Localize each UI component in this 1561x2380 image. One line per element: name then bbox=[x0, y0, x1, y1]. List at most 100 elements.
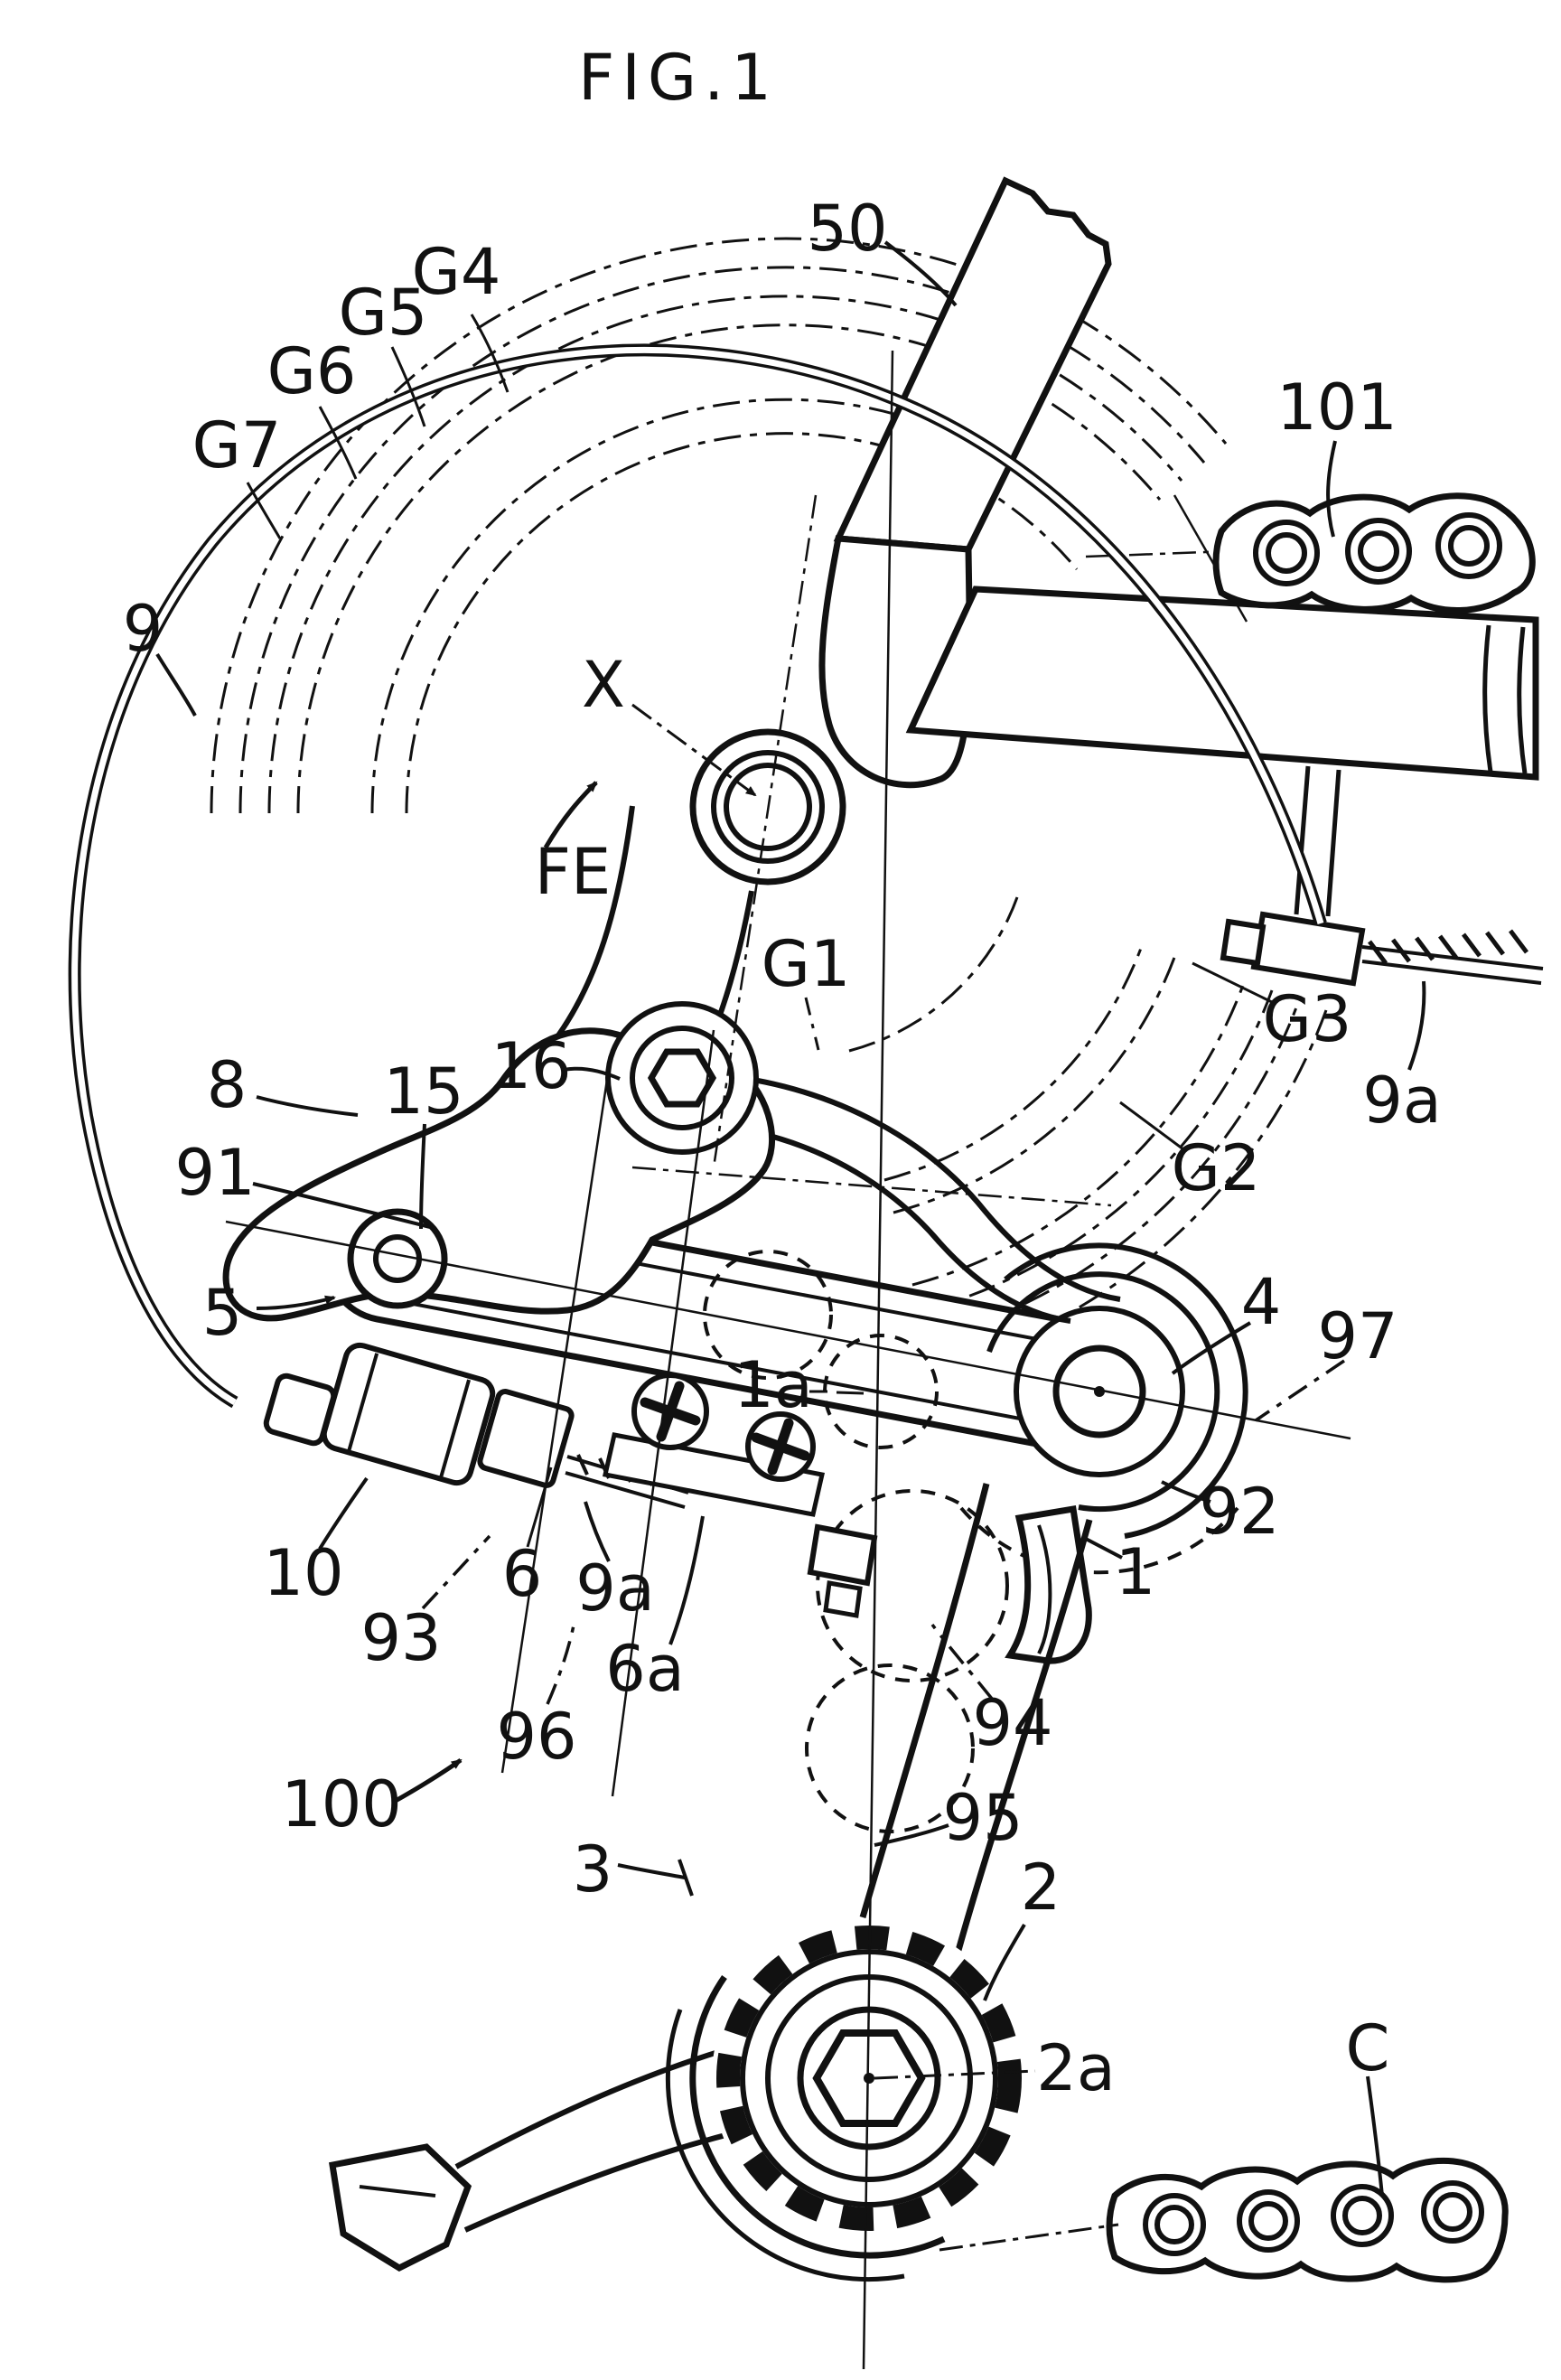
cage-edge-left bbox=[859, 1483, 990, 1918]
ref-label-9a-1: 9a bbox=[1362, 1064, 1441, 1138]
chain-stay-end-cap bbox=[1482, 624, 1528, 774]
chain101-rollers bbox=[1253, 512, 1502, 586]
ref-label-91: 91 bbox=[174, 1136, 255, 1210]
cable-housing-loop bbox=[68, 343, 1327, 1409]
label5-arrow bbox=[256, 1295, 336, 1310]
leader-g7 bbox=[246, 482, 282, 539]
direction-arrows bbox=[256, 781, 598, 1804]
ref-label-2a: 2a bbox=[1036, 2031, 1115, 2105]
leader-10 bbox=[318, 1476, 369, 1551]
cage-foot bbox=[329, 2143, 472, 2272]
ref-label-fe: FE bbox=[535, 835, 612, 909]
pulley-axis-2a bbox=[874, 2069, 1036, 2080]
ref-label-c: C bbox=[1346, 2011, 1390, 2085]
leader-93 bbox=[421, 1534, 491, 1610]
leader-c bbox=[1366, 2075, 1384, 2197]
leader-1a bbox=[809, 1390, 865, 1395]
cage-foot-inner bbox=[359, 2185, 436, 2197]
leader-lines bbox=[155, 240, 1426, 2197]
leader-92 bbox=[1161, 1480, 1211, 1504]
chain-stay-tube bbox=[905, 586, 1539, 781]
ref-label-g3: G3 bbox=[1263, 982, 1352, 1056]
gear-arc-g1-lower bbox=[848, 896, 1019, 1053]
ref-label-95: 95 bbox=[942, 1781, 1023, 1855]
ref-label-94: 94 bbox=[972, 1686, 1052, 1760]
ref-label-g4: G4 bbox=[412, 235, 501, 309]
leader-g5 bbox=[390, 346, 426, 427]
leader-15 bbox=[419, 1123, 426, 1230]
ref-label-97: 97 bbox=[1317, 1299, 1397, 1373]
ref-label-g7: G7 bbox=[192, 408, 282, 483]
leader-16 bbox=[563, 1066, 621, 1081]
ref-label-g5: G5 bbox=[339, 276, 428, 350]
gear-arc-g7-lower bbox=[934, 1009, 1328, 1370]
bolt16-hex-head bbox=[647, 1048, 717, 1108]
leader-96 bbox=[546, 1620, 576, 1705]
ref-label-9: 9 bbox=[123, 592, 164, 666]
ref-label-2: 2 bbox=[1021, 1851, 1061, 1925]
screw-6-cross bbox=[640, 1381, 701, 1442]
bicycle-frame bbox=[818, 176, 1539, 789]
ref-label-9a-2: 9a bbox=[575, 1551, 654, 1626]
leader-4 bbox=[1171, 1321, 1252, 1375]
chain-segment-101 bbox=[1085, 492, 1536, 623]
hub-axis-line bbox=[712, 494, 818, 1168]
cable-housing-core bbox=[71, 347, 1324, 1406]
gear-arc-g7-upper bbox=[210, 237, 1228, 814]
knuckle-arc-outer bbox=[1004, 1242, 1248, 1539]
leader-6a bbox=[668, 1515, 705, 1645]
screw-axis-2 bbox=[611, 1029, 715, 1797]
vertical-centerline bbox=[862, 350, 894, 2370]
gear-arc-g4-lower bbox=[911, 979, 1247, 1287]
bare-cable-lines bbox=[1361, 945, 1544, 985]
leader-g6 bbox=[318, 406, 358, 480]
clamp-and-screws bbox=[602, 1373, 878, 1618]
leader-6 bbox=[526, 1466, 553, 1548]
leader-3 bbox=[617, 1859, 694, 1897]
bolt-6a-tip bbox=[823, 1580, 863, 1618]
leader-g4 bbox=[470, 314, 509, 393]
ref-label-g6: G6 bbox=[267, 334, 357, 408]
ref-label-15: 15 bbox=[383, 1054, 463, 1129]
leader-94 bbox=[930, 1623, 994, 1701]
cable-stop-bracket bbox=[1250, 911, 1366, 987]
hidden-arc-knuckle bbox=[959, 1506, 1239, 1575]
ref-label-96: 96 bbox=[496, 1700, 576, 1774]
leader-g3 bbox=[1192, 961, 1275, 1005]
chain-segment-c bbox=[1106, 2157, 1509, 2283]
ref-label-3: 3 bbox=[573, 1832, 613, 1907]
cable-stop-assembly bbox=[1220, 765, 1544, 987]
leader-95 bbox=[874, 1823, 949, 1847]
link-axis-line bbox=[225, 1220, 1351, 1440]
ref-label-1: 1 bbox=[1116, 1535, 1156, 1609]
cable-stop-tab bbox=[1294, 765, 1341, 917]
fe-arrow bbox=[543, 781, 598, 849]
screw-axis-1 bbox=[500, 1079, 609, 1774]
leader-91 bbox=[252, 1182, 431, 1229]
ref-label-x: X bbox=[582, 648, 625, 722]
right-knuckle bbox=[986, 1242, 1248, 1539]
bracket-plate-8 bbox=[222, 1001, 776, 1322]
ref-label-6a: 6a bbox=[605, 1632, 684, 1706]
ref-label-6: 6 bbox=[502, 1537, 543, 1611]
ref-label-1a: 1a bbox=[734, 1348, 812, 1422]
bare-cable-hatch bbox=[1368, 929, 1528, 965]
link-arm-edge-bottom bbox=[380, 1296, 1100, 1436]
leader-97 bbox=[1255, 1359, 1345, 1422]
figure-title: FIG.1 bbox=[578, 41, 779, 115]
leader-50 bbox=[883, 240, 958, 307]
lower-pulley bbox=[712, 1921, 1026, 2235]
leader-101 bbox=[1326, 440, 1337, 538]
cage-edge-right bbox=[954, 1519, 1093, 1954]
adjuster-barrel-lines bbox=[347, 1353, 471, 1478]
pulley-center-dot bbox=[864, 2073, 874, 2084]
chainC-axis bbox=[939, 2223, 1119, 2252]
gear-arc-g5-lower bbox=[919, 989, 1274, 1314]
knuckle-arc-mid bbox=[986, 1271, 1220, 1513]
knuckle-band bbox=[713, 1073, 1121, 1324]
stop-hook-inner bbox=[1037, 1524, 1052, 1654]
chainC-plates bbox=[1106, 2157, 1509, 2283]
ref-label-101: 101 bbox=[1276, 370, 1397, 445]
